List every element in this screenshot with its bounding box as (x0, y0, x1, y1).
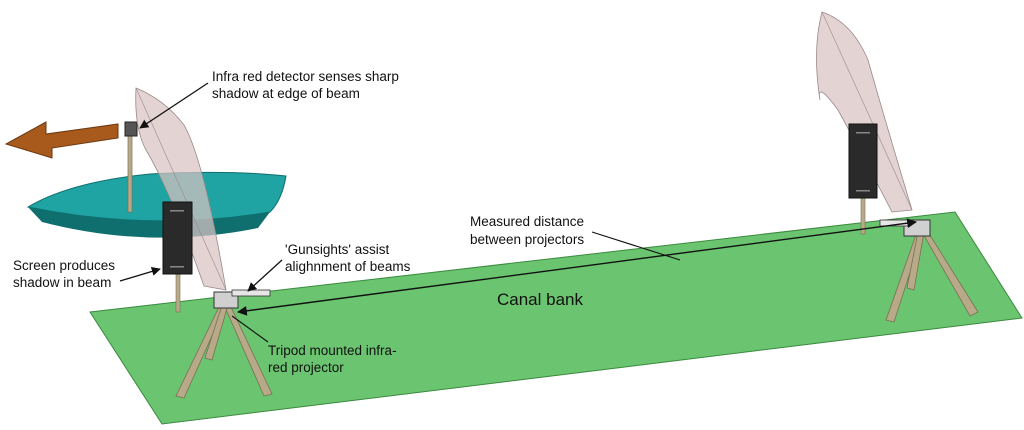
projector-label-line-2: red projector (268, 360, 344, 375)
left-screen-panel (162, 201, 193, 275)
distance-label-line-2: between projectors (470, 232, 584, 247)
screen-label: Screen produces shadow in beam (13, 258, 119, 290)
detector-label-line-1: Infra red detector senses sharp (212, 69, 399, 84)
detector-pole (127, 133, 133, 213)
gunsights-label-line-2: alighnment of beams (285, 259, 411, 274)
distance-label: Measured distance between projectors (470, 214, 588, 247)
projector-label-line-1: Tripod mounted infra- (268, 343, 397, 358)
gunsights-label: 'Gunsights' assist alighnment of beams (285, 242, 411, 274)
screen-label-line-1: Screen produces (13, 258, 115, 273)
screen-leader (119, 266, 161, 282)
projector-label: Tripod mounted infra- red projector (268, 343, 400, 375)
boat (26, 171, 287, 238)
detector-label: Infra red detector senses sharp shadow a… (212, 69, 403, 101)
left-tripod (175, 304, 273, 399)
projector-leader (231, 315, 269, 343)
detector-label-line-2: shadow at edge of beam (212, 86, 360, 101)
distance-label-line-1: Measured distance (470, 214, 584, 229)
gunsights-leader (247, 259, 283, 292)
screen-label-line-2: shadow in beam (13, 275, 111, 290)
measured-distance-line (237, 218, 917, 316)
infrared-detector (124, 121, 138, 137)
right-screen-panel (848, 123, 878, 199)
gunsights-label-line-1: 'Gunsights' assist (285, 242, 389, 257)
detector-leader (139, 82, 209, 129)
direction-arrow (4, 121, 119, 159)
left-infrared-beam (135, 87, 227, 291)
distance-leader (591, 231, 681, 261)
canal-bank-label: Canal bank (497, 290, 584, 309)
